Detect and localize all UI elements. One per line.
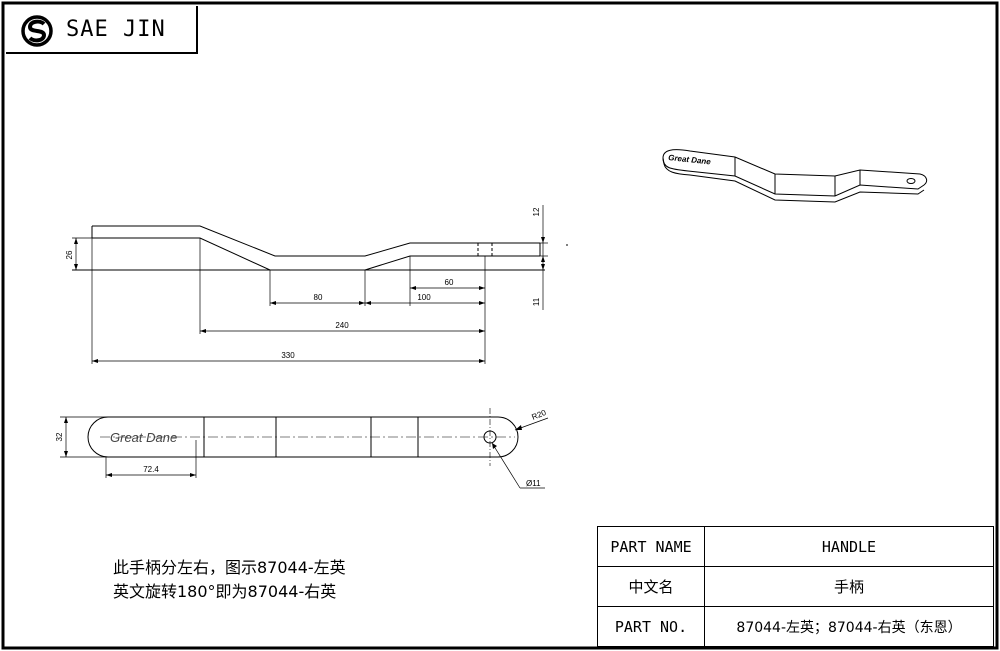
note-line-1: 此手柄分左右，图示87044-左英 — [113, 558, 346, 577]
dim-text-11: 11 — [532, 297, 541, 306]
dim-text-240: 240 — [335, 321, 349, 330]
dim-text-26: 26 — [65, 250, 74, 259]
iso-handle-thickness — [662, 157, 925, 203]
note-line-2: 英文旋转180°即为87044-右英 — [113, 582, 337, 601]
value-part-no: 87044-左英；87044-右英（东恩） — [704, 606, 994, 647]
dim-text-72-4: 72.4 — [143, 465, 159, 474]
engraving-text-top-view: Great Dane — [110, 430, 177, 445]
top-view — [60, 408, 549, 489]
dim-text-330: 330 — [281, 351, 295, 360]
drawing-note: 此手柄分左右，图示87044-左英 英文旋转180°即为87044-右英 — [113, 556, 346, 604]
title-row-chinese-name: 中文名 手柄 — [597, 566, 994, 607]
title-block: PART NAME HANDLE 中文名 手柄 PART NO. 87044-左… — [597, 526, 994, 647]
side-view — [72, 205, 568, 364]
label-part-name: PART NAME — [597, 526, 705, 567]
dim-text-80: 80 — [314, 293, 323, 302]
value-chinese-name: 手柄 — [704, 566, 994, 607]
dimension-arrows — [74, 237, 545, 363]
side-view-upper-edge — [92, 225, 540, 257]
hole-leader — [491, 442, 521, 489]
label-chinese-name: 中文名 — [597, 566, 705, 607]
top-view-outline — [87, 416, 519, 458]
dim-text-32: 32 — [55, 432, 64, 441]
sae-jin-logo-icon — [21, 15, 53, 47]
dim-text-60: 60 — [445, 278, 454, 287]
isometric-view — [662, 149, 928, 203]
dim-text-100: 100 — [417, 293, 431, 302]
title-row-part-name: PART NAME HANDLE — [597, 526, 994, 567]
value-part-name: HANDLE — [704, 526, 994, 567]
dim-text-12: 12 — [532, 207, 541, 216]
iso-handle-outline — [662, 149, 928, 197]
engraving-text-iso: Great Dane — [668, 153, 712, 166]
company-name: SAE JIN — [66, 16, 166, 42]
title-row-part-no: PART NO. 87044-左英；87044-右英（东恩） — [597, 606, 994, 647]
company-logo-box: SAE JIN — [6, 6, 198, 54]
iso-hole — [906, 178, 916, 184]
dim-text-r20: R20 — [530, 408, 547, 422]
dim-text-hole: Ø11 — [526, 479, 541, 488]
label-part-no: PART NO. — [597, 606, 705, 647]
